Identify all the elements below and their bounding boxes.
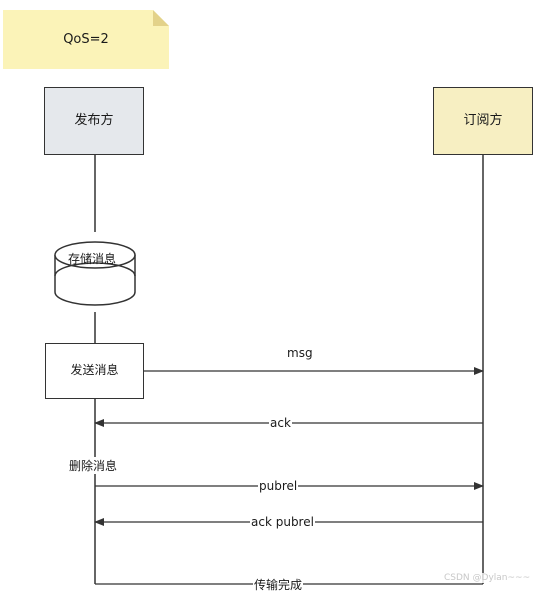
msg-label: msg	[287, 346, 313, 360]
send-message-label: 发送消息	[70, 363, 119, 377]
transfer-complete-label: 传输完成	[253, 576, 304, 591]
send-message-box: 发送消息	[45, 343, 144, 399]
qos-note	[3, 10, 169, 69]
ack-pubrel-label: ack pubrel	[250, 515, 315, 529]
subscriber-actor-label: 订阅方	[463, 113, 503, 128]
storage-cylinder-icon	[54, 241, 136, 306]
publisher-actor-box: 发布方	[44, 87, 144, 155]
publisher-actor-label: 发布方	[74, 113, 114, 128]
csdn-watermark: CSDN @Dylan~~~	[444, 573, 531, 583]
qos-note-text: QoS=2	[63, 32, 109, 47]
storage-label: 存储消息	[68, 252, 117, 266]
subscriber-actor-box: 订阅方	[433, 87, 533, 155]
pubrel-label: pubrel	[258, 479, 299, 493]
delete-message-label: 删除消息	[68, 457, 119, 474]
ack-label: ack	[269, 416, 292, 430]
